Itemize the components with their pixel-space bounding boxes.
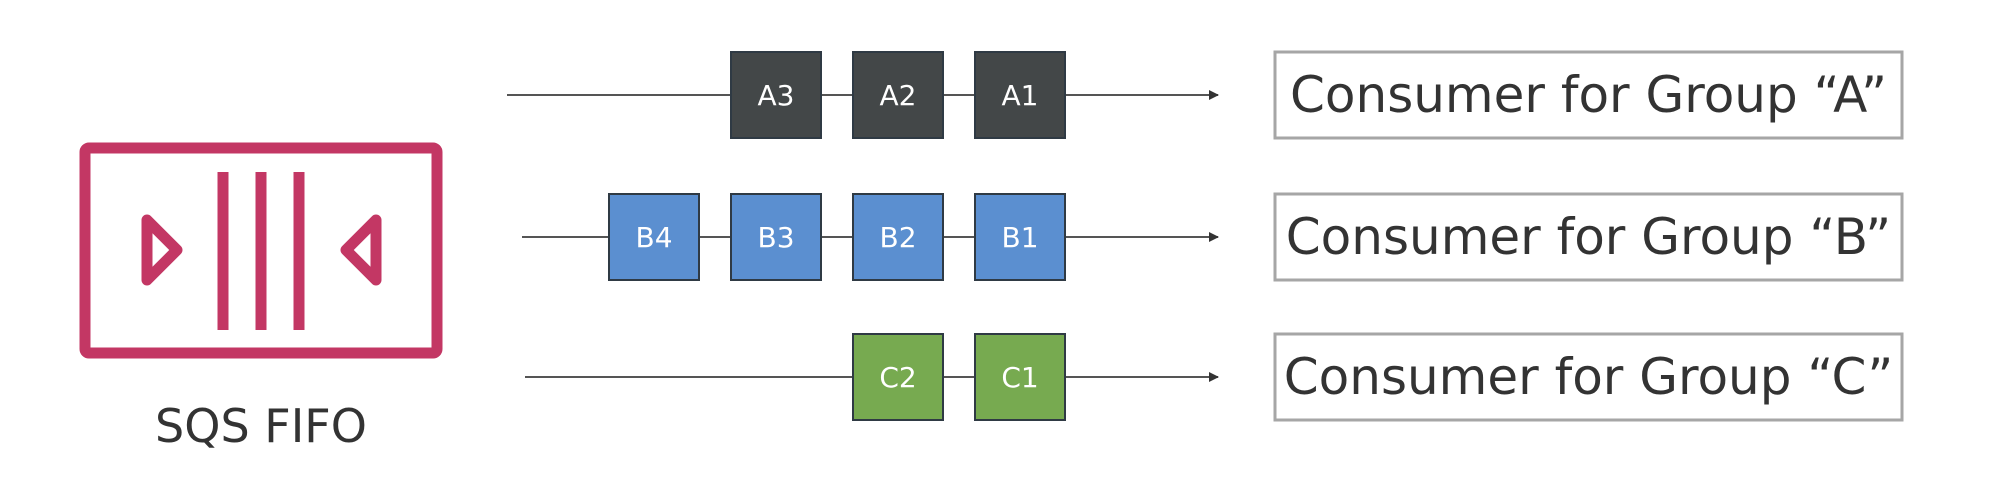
sqs-queue-icon <box>79 142 443 359</box>
triangle-right-icon <box>141 214 183 286</box>
message-box-rect <box>974 193 1066 281</box>
consumer-box-a: Consumer for Group “A” <box>1273 50 1904 140</box>
message-label: B1 <box>1001 221 1038 254</box>
queue-label: SQS FIFO <box>155 399 367 453</box>
message-box-rect <box>852 51 944 139</box>
message-label: C2 <box>879 361 916 394</box>
consumer-label: Consumer for Group “A” <box>1290 66 1887 124</box>
consumer-box-c: Consumer for Group “C” <box>1273 332 1904 422</box>
consumer-box-rect <box>1273 50 1904 140</box>
group-row-c: C2 C1 Consumer for Group “C” <box>525 332 1904 422</box>
consumer-label: Consumer for Group “B” <box>1286 208 1891 266</box>
message-box: A1 <box>974 51 1066 139</box>
message-label: B4 <box>635 221 672 254</box>
queue-frame <box>79 142 443 359</box>
consumer-box-b: Consumer for Group “B” <box>1273 192 1904 282</box>
message-box: A3 <box>730 51 822 139</box>
group-row-b: B4 B3 B2 B1 Consumer for Group “B” <box>522 192 1904 282</box>
consumer-box-rect <box>1273 192 1904 282</box>
message-box-rect <box>974 51 1066 139</box>
message-label: A3 <box>758 79 795 112</box>
message-box-rect <box>730 51 822 139</box>
consumer-box-rect <box>1273 332 1904 422</box>
message-box: B1 <box>974 193 1066 281</box>
message-box-rect <box>974 333 1066 421</box>
message-box-rect <box>852 193 944 281</box>
message-box: B3 <box>730 193 822 281</box>
message-box-rect <box>730 193 822 281</box>
triangle-left-icon <box>340 214 382 286</box>
message-box: C1 <box>974 333 1066 421</box>
message-label: B3 <box>757 221 794 254</box>
message-box: C2 <box>852 333 944 421</box>
message-box: B4 <box>608 193 700 281</box>
consumer-label: Consumer for Group “C” <box>1284 348 1893 406</box>
message-box: A2 <box>852 51 944 139</box>
group-row-a: A3 A2 A1 Consumer for Group “A” <box>507 50 1904 140</box>
message-label: C1 <box>1001 361 1038 394</box>
message-label: A2 <box>880 79 917 112</box>
message-box: B2 <box>852 193 944 281</box>
message-label: A1 <box>1002 79 1039 112</box>
message-box-rect <box>608 193 700 281</box>
message-box-rect <box>852 333 944 421</box>
message-label: B2 <box>879 221 916 254</box>
